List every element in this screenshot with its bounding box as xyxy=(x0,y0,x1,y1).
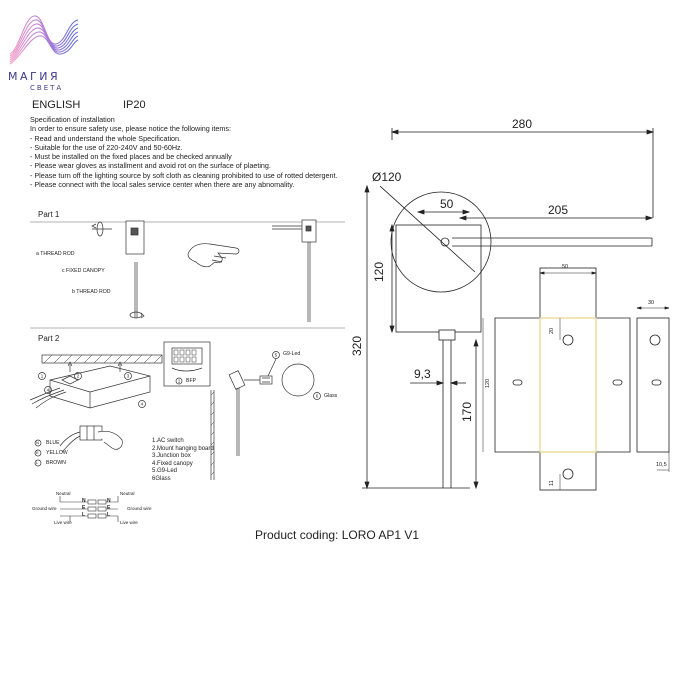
thread-rod-b-label: b THREAD ROD xyxy=(72,289,111,295)
legend-item: 3.Junction box xyxy=(152,453,191,460)
dim-rod-width: 9,3 xyxy=(414,367,431,381)
dim-rod-length: 170 xyxy=(460,401,474,422)
terminal-letter: N xyxy=(82,498,86,504)
terminal-letter: L xyxy=(107,512,111,518)
legend-item: 1.AC switch xyxy=(152,438,184,444)
bracket-hole-offset: 20 xyxy=(549,327,555,334)
spec-line: - Please wear gloves as installment and … xyxy=(30,161,271,171)
wire-brown-label: BROWN xyxy=(46,460,66,466)
wire-letter: N xyxy=(36,440,39,445)
dim-diameter: Ø120 xyxy=(372,170,402,184)
part1-title: Part 1 xyxy=(38,210,60,219)
dim-total-height: 320 xyxy=(350,335,364,356)
wire-letter: L xyxy=(36,460,39,465)
callout-number: 4 xyxy=(141,402,144,407)
brand-subname: СВЕТА xyxy=(30,84,64,92)
callout-number: 2 xyxy=(77,374,80,379)
neutral-label-left: Neutral xyxy=(56,491,71,496)
callout-number: 1 xyxy=(41,374,44,379)
spec-line: In order to ensure safety use, please no… xyxy=(30,124,231,134)
spec-title: Specification of installation xyxy=(30,115,115,124)
spec-line: - Suitable for the use of 220-240V and 5… xyxy=(30,142,183,152)
callout-number: 4 xyxy=(47,388,50,393)
callout-number: 3 xyxy=(127,374,130,379)
bfp-label: BFP xyxy=(186,378,197,384)
ip-rating: IP20 xyxy=(123,99,146,111)
language-label: ENGLISH xyxy=(32,99,81,111)
neutral-label-right: Neutral xyxy=(120,491,135,496)
legend-list: 1.AC switch 2.Mount hanging board 3.Junc… xyxy=(152,438,214,484)
bracket-height: 120 xyxy=(485,378,491,388)
logo-wave-icon xyxy=(9,15,79,65)
callout-number: 5 xyxy=(275,353,278,358)
dim-total-width: 280 xyxy=(512,117,533,131)
spec-line: - Read and understand the whole Specific… xyxy=(30,133,182,143)
live-wire-label-right: Live wire xyxy=(120,520,138,525)
g9-led-label: G9-Led xyxy=(283,351,301,357)
spec-line: - Please connect with the local sales se… xyxy=(30,180,295,190)
legend-item: 4.Fixed canopy xyxy=(152,460,193,467)
terminal-letter: E xyxy=(107,505,111,511)
terminal-letter: N xyxy=(107,498,111,504)
part2-title: Part 2 xyxy=(38,334,60,343)
spec-line: - Must be installed on the fixed places … xyxy=(30,152,232,162)
legend-item: 5.G9-Led xyxy=(152,468,178,475)
brand-logo: МАГИЯ СВЕТА xyxy=(6,8,82,92)
spec-line: - Please turn off the lighting source by… xyxy=(30,170,338,180)
bracket-top-width: 50 xyxy=(562,264,569,270)
brand-name: МАГИЯ xyxy=(8,70,61,83)
product-coding: Product coding: LORO AP1 V1 xyxy=(255,528,420,542)
ground-wire-label-left: Ground wire xyxy=(32,506,57,511)
thread-rod-a-label: a THREAD ROD xyxy=(36,251,75,257)
wire-blue-label: BLUE xyxy=(46,440,60,446)
live-wire-label-left: Live wire xyxy=(54,520,72,525)
legend-item: 6Glass xyxy=(152,475,171,482)
legend-item: 2.Mount hanging board xyxy=(152,445,214,452)
spec-block: Specification of installation In order t… xyxy=(30,115,370,189)
bracket-side-width: 30 xyxy=(648,300,655,306)
terminal-letter: L xyxy=(82,512,86,518)
ground-wire-label-right: Ground wire xyxy=(127,506,152,511)
wire-yellow-label: YELLOW xyxy=(46,450,68,456)
dim-height-box: 120 xyxy=(372,261,386,282)
terminal-letter: E xyxy=(82,505,86,511)
fixed-canopy-label: c FIXED CANOPY xyxy=(62,268,105,274)
glass-label: Glass xyxy=(324,393,338,399)
bracket-bottom-offset: 11 xyxy=(549,480,555,486)
callout-number: 6 xyxy=(316,394,319,399)
bracket-side-depth: 10,5 xyxy=(656,462,667,468)
dim-base-width: 50 xyxy=(440,197,454,211)
dim-arm-length: 205 xyxy=(548,203,569,217)
wire-letter: E xyxy=(36,450,39,455)
callout-number: 1 xyxy=(178,379,181,384)
